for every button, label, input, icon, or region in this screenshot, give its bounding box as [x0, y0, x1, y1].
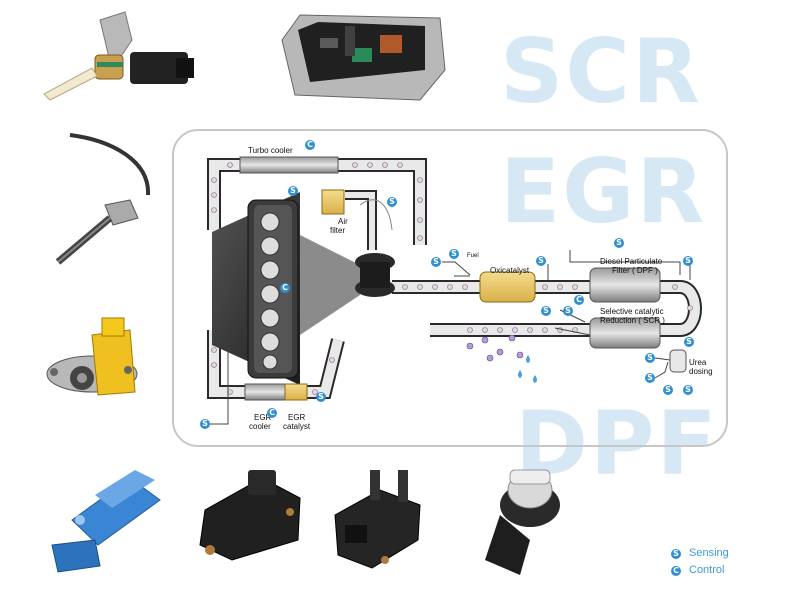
scr: [589, 317, 661, 349]
diagram-frame: [172, 129, 728, 447]
dpf-label-line2: Filter ( DPF ): [612, 266, 658, 275]
turbocharger: [355, 253, 395, 297]
sensing-marker: S: [684, 337, 694, 347]
sensor-product-black-3: [485, 469, 560, 575]
egr-cooler: [244, 383, 286, 401]
urea-tank: [669, 349, 687, 373]
sensor-product-blue: [51, 470, 161, 573]
sensing-marker: S: [536, 256, 546, 266]
sensor-product-black-2: [334, 470, 421, 569]
emitted-particles: [466, 334, 524, 362]
sensing-marker: S: [563, 306, 573, 316]
egr-cooler-label-line2: cooler: [249, 422, 271, 431]
fuel-label: Fuel: [467, 253, 479, 259]
sensing-marker: S: [288, 186, 298, 196]
dpf-label-line1: Diesel Particulate: [600, 257, 663, 266]
control-marker: C: [267, 408, 277, 418]
urea-label-line1: Urea: [689, 358, 707, 367]
sensor-product-black-1: [199, 470, 301, 561]
control-marker: C: [280, 283, 290, 293]
air-filter: [321, 189, 345, 215]
legend-sensing-label: Sensing: [689, 547, 729, 559]
sensing-marker: S: [387, 197, 397, 207]
egr-catalyst: [284, 383, 308, 401]
egr-catalyst-label-line1: EGR: [288, 413, 306, 422]
sensing-marker: S: [316, 392, 326, 402]
sensing-marker: S: [645, 373, 655, 383]
sensing-marker: S: [541, 306, 551, 316]
ecu-product: [281, 14, 446, 101]
engine-block: [212, 192, 360, 385]
egr-catalyst-label-line2: catalyst: [283, 422, 311, 431]
legend-control-icon: C: [671, 566, 681, 576]
air-filter-label-line1: Air: [338, 217, 348, 226]
sensing-marker: S: [449, 249, 459, 259]
water-droplets: [518, 355, 537, 383]
watermark-scr: SCR: [500, 20, 702, 123]
control-marker: C: [574, 295, 584, 305]
oxicatalyst: [479, 271, 536, 303]
scr-label-line2: Reduction ( SCR ): [600, 316, 665, 325]
sensing-marker: S: [663, 385, 673, 395]
turbo-cooler-label: Turbo cooler: [248, 146, 293, 155]
sensor-product-3: [46, 317, 138, 396]
urea-label-line2: dosing: [689, 367, 713, 376]
dpf: [589, 267, 661, 303]
scr-label-line1: Selective catalytic: [600, 307, 664, 316]
sensing-marker: S: [645, 353, 655, 363]
legend-sensing-icon: S: [671, 549, 681, 559]
sensing-marker: S: [431, 257, 441, 267]
air-filter-label-line2: filter: [330, 226, 346, 235]
turbo-cooler: [239, 156, 339, 174]
sensing-marker: S: [200, 419, 210, 429]
sensing-marker: S: [683, 385, 693, 395]
egr-cooler-label-line1: EGR: [254, 413, 272, 422]
sensing-marker: S: [683, 256, 693, 266]
sensing-marker: S: [614, 238, 624, 248]
watermark-egr: EGR: [500, 140, 707, 243]
legend-control-label: Control: [689, 564, 725, 576]
oxicatalyst-label: Oxicatalyst: [490, 266, 530, 275]
sensor-product-2: [55, 133, 151, 265]
control-marker: C: [305, 140, 315, 150]
sensor-product-1: [43, 11, 194, 101]
